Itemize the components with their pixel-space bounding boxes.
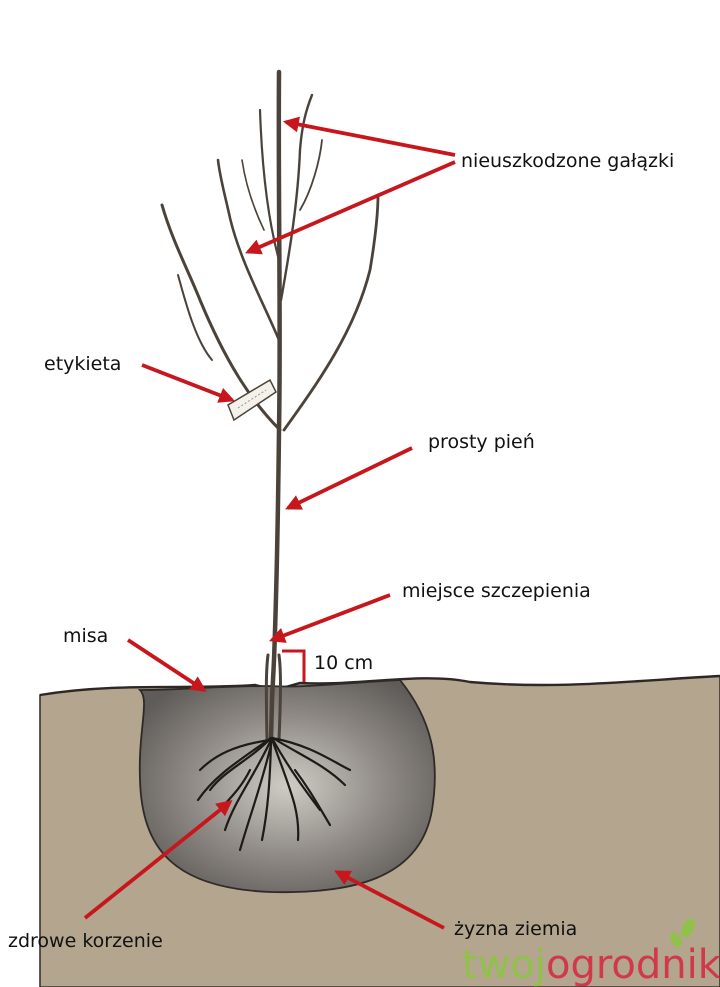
label-trunk: prosty pień	[428, 431, 535, 453]
label-graft: miejsce szczepienia	[402, 580, 591, 602]
distance-bracket	[282, 649, 306, 682]
arrow-label	[141, 363, 235, 403]
branch	[282, 193, 380, 432]
label-twigs: nieuszkodzone gałązki	[461, 150, 674, 172]
arrow-twigs-1	[282, 116, 456, 157]
svg-text:twojogrodnik: twojogrodnik	[462, 942, 720, 987]
watermark-part1: twoj	[462, 942, 546, 987]
watermark-logo: twojogrodnik	[462, 918, 720, 987]
label-bowl: misa	[63, 625, 108, 647]
branch	[177, 274, 213, 361]
arrow-trunk	[285, 446, 413, 510]
pointer-arrows	[83, 116, 456, 930]
label-roots: zdrowe korzenie	[8, 930, 163, 952]
branch	[279, 93, 314, 302]
arrow-graft	[269, 593, 391, 643]
arrow-soil	[334, 870, 445, 930]
tree-illustration	[160, 69, 380, 852]
branch	[216, 158, 281, 342]
graft-union	[264, 653, 282, 742]
arrow-roots	[83, 800, 233, 920]
planting-hole	[137, 679, 436, 894]
label-tag-text: etykieta	[44, 353, 121, 375]
label-soil: żyzna ziemia	[454, 918, 577, 940]
branch	[258, 108, 281, 262]
arrow-twigs-2	[245, 160, 456, 255]
branch	[241, 159, 265, 231]
label-tag	[227, 378, 277, 422]
watermark-part2: ogrodnik	[546, 942, 720, 987]
arrow-bowl	[126, 638, 207, 692]
label-distance: 10 cm	[314, 652, 373, 674]
root-system	[196, 736, 352, 852]
branch	[299, 139, 323, 211]
leaf-icon	[670, 918, 695, 948]
